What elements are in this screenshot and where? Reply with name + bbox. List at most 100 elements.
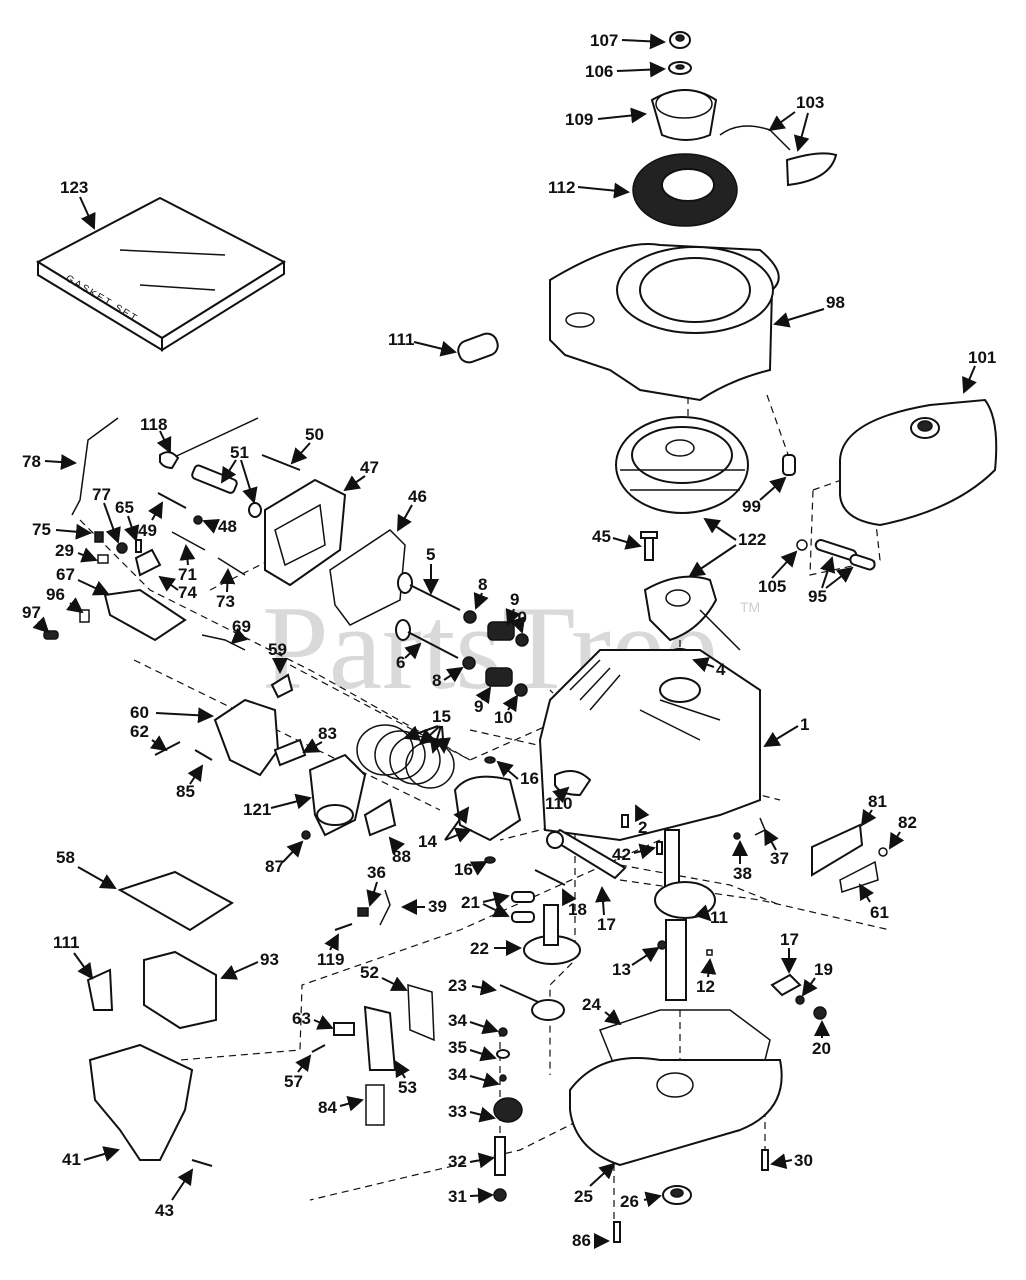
part-51-spark-plug[interactable] bbox=[191, 464, 262, 518]
part-65-screw[interactable] bbox=[135, 539, 142, 553]
part-29-clip[interactable] bbox=[97, 554, 109, 564]
part-gasket-set[interactable]: GASKET SET bbox=[35, 196, 287, 352]
callout-61[interactable]: 61 bbox=[858, 883, 889, 922]
part-106-washer[interactable] bbox=[668, 61, 692, 75]
callout-77[interactable]: 77 bbox=[92, 485, 121, 544]
part-1-cylinder-block[interactable] bbox=[538, 649, 761, 842]
part-50-bolt[interactable] bbox=[261, 454, 301, 471]
part-2-pin[interactable] bbox=[621, 814, 629, 828]
part-82-screw[interactable] bbox=[878, 847, 888, 857]
callout-38[interactable]: 38 bbox=[732, 840, 752, 883]
part-33-oil-slinger[interactable] bbox=[493, 1097, 523, 1123]
part-74-bracket[interactable] bbox=[134, 548, 162, 577]
part-63-clip[interactable] bbox=[333, 1022, 355, 1036]
callout-17a[interactable]: 17 bbox=[595, 886, 616, 934]
callout-45[interactable]: 45 bbox=[592, 527, 642, 550]
callout-99[interactable]: 99 bbox=[742, 476, 787, 516]
part-67-control-plate[interactable] bbox=[103, 588, 187, 642]
callout-16b[interactable]: 16 bbox=[454, 860, 488, 879]
callout-82[interactable]: 82 bbox=[888, 813, 917, 850]
callout-86[interactable]: 86 bbox=[572, 1231, 610, 1250]
callout-10b[interactable]: 10 bbox=[494, 694, 519, 727]
callout-97[interactable]: 97 bbox=[22, 603, 50, 634]
part-75-screw[interactable] bbox=[94, 531, 104, 543]
callout-48[interactable]: 48 bbox=[202, 517, 237, 536]
part-19-washer[interactable] bbox=[795, 995, 805, 1005]
callout-30[interactable]: 30 bbox=[770, 1151, 813, 1170]
callout-1[interactable]: 1 bbox=[763, 715, 809, 748]
part-59-cover[interactable] bbox=[270, 673, 294, 699]
callout-18[interactable]: 18 bbox=[562, 888, 587, 919]
part-48-nut[interactable] bbox=[193, 515, 203, 525]
callout-81[interactable]: 81 bbox=[860, 792, 887, 827]
part-78-ground-wire[interactable] bbox=[71, 417, 119, 516]
callout-39[interactable]: 39 bbox=[401, 897, 447, 916]
callout-83[interactable]: 83 bbox=[302, 724, 337, 753]
part-21-valve-tappets[interactable] bbox=[511, 891, 535, 923]
callout-98[interactable]: 98 bbox=[773, 293, 845, 328]
part-99-screw[interactable] bbox=[782, 454, 796, 476]
callout-123[interactable]: 123 bbox=[60, 178, 96, 230]
part-8-retainers[interactable] bbox=[462, 610, 477, 670]
callout-71[interactable]: 71 bbox=[178, 544, 197, 584]
callout-26[interactable]: 26 bbox=[620, 1191, 662, 1211]
callout-24[interactable]: 24 bbox=[582, 995, 622, 1026]
callout-35[interactable]: 35 bbox=[448, 1038, 497, 1062]
callout-2[interactable]: 2 bbox=[635, 804, 650, 837]
callout-57[interactable]: 57 bbox=[284, 1054, 312, 1091]
callout-106[interactable]: 106 bbox=[585, 61, 666, 81]
part-36-screw[interactable] bbox=[357, 907, 369, 917]
part-88-gasket[interactable] bbox=[363, 798, 397, 837]
callout-16a[interactable]: 16 bbox=[496, 760, 539, 788]
part-49-bolt[interactable] bbox=[157, 492, 187, 509]
callout-32[interactable]: 32 bbox=[448, 1152, 495, 1171]
part-47-cylinder-head[interactable] bbox=[264, 478, 347, 587]
callout-9b[interactable]: 9 bbox=[474, 686, 492, 716]
callout-118[interactable]: 118 bbox=[140, 415, 172, 454]
callout-74[interactable]: 74 bbox=[158, 575, 197, 602]
part-83-gasket[interactable] bbox=[273, 738, 307, 767]
callout-31[interactable]: 31 bbox=[448, 1187, 494, 1206]
part-119-screw[interactable] bbox=[334, 923, 353, 931]
part-122-ignition-module[interactable] bbox=[643, 575, 741, 651]
callout-20[interactable]: 20 bbox=[812, 1020, 831, 1058]
callout-111a[interactable]: 111 bbox=[388, 330, 457, 357]
callout-10a[interactable]: 10 bbox=[508, 608, 527, 634]
part-10-seals[interactable] bbox=[514, 633, 529, 697]
callout-63[interactable]: 63 bbox=[292, 1009, 334, 1030]
callout-12[interactable]: 12 bbox=[696, 958, 717, 996]
callout-50[interactable]: 50 bbox=[290, 425, 324, 465]
part-41-air-cleaner-base[interactable] bbox=[88, 1043, 194, 1161]
part-61-decal[interactable] bbox=[839, 860, 879, 893]
callout-65[interactable]: 65 bbox=[115, 498, 140, 542]
part-23-governor[interactable] bbox=[499, 984, 565, 1021]
callout-107[interactable]: 107 bbox=[590, 31, 666, 50]
part-20-nut[interactable] bbox=[813, 1006, 827, 1020]
part-26-seal[interactable] bbox=[662, 1185, 692, 1205]
callout-51[interactable]: 51 bbox=[220, 443, 258, 504]
part-30-bolt[interactable] bbox=[761, 1149, 769, 1171]
part-96-clip[interactable] bbox=[79, 609, 90, 623]
part-98-blower-housing[interactable] bbox=[549, 243, 780, 402]
callout-96[interactable]: 96 bbox=[46, 585, 84, 614]
callout-21[interactable]: 21 bbox=[461, 891, 510, 918]
callout-73[interactable]: 73 bbox=[216, 568, 236, 611]
part-25-oil-sump[interactable] bbox=[569, 1057, 783, 1167]
part-60-muffler[interactable] bbox=[213, 698, 280, 777]
part-42-key[interactable] bbox=[656, 841, 663, 855]
part-31-gear[interactable] bbox=[493, 1188, 507, 1202]
part-43-screw[interactable] bbox=[191, 1159, 213, 1167]
callout-122[interactable]: 122 bbox=[688, 517, 766, 578]
part-15-piston-rings[interactable] bbox=[356, 724, 455, 789]
callout-84[interactable]: 84 bbox=[318, 1095, 364, 1117]
part-52-gasket[interactable] bbox=[407, 983, 435, 1042]
callout-53[interactable]: 53 bbox=[395, 1060, 417, 1097]
callout-34a[interactable]: 34 bbox=[448, 1011, 499, 1035]
part-93-filter-element[interactable] bbox=[143, 950, 217, 1030]
part-34-35-washers[interactable] bbox=[496, 1027, 510, 1082]
part-122-flywheel[interactable] bbox=[615, 416, 749, 514]
part-107-nut[interactable] bbox=[669, 31, 691, 49]
part-109-pulley[interactable] bbox=[650, 89, 718, 141]
callout-112[interactable]: 112 bbox=[548, 178, 630, 199]
part-37-governor-link[interactable] bbox=[754, 817, 766, 836]
